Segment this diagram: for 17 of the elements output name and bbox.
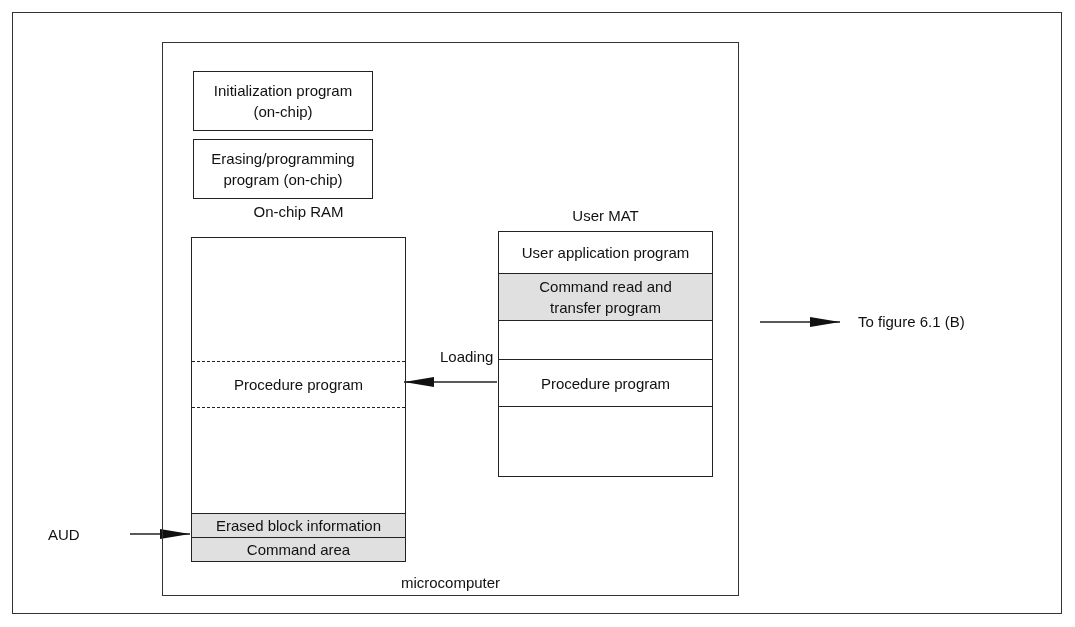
chip-outline — [162, 42, 739, 596]
block-heading: User MAT — [571, 206, 640, 226]
program-block: Initialization program (on-chip) — [193, 71, 373, 131]
signal-label: AUD — [48, 524, 90, 546]
arrow — [403, 377, 498, 387]
memory-area: User application program — [499, 232, 712, 273]
memory-area: Procedure program — [192, 361, 405, 408]
arrow — [759, 317, 841, 327]
program-block: Erasing/programming program (on-chip) — [193, 139, 373, 199]
chip-label: microcomputer — [399, 573, 502, 593]
arrow — [129, 529, 191, 539]
memory-area: Erased block information — [191, 513, 406, 538]
memory-area: Command read and transfer program — [498, 273, 713, 321]
block-heading: On-chip RAM — [252, 202, 345, 222]
reference-label: To figure 6.1 (B) — [858, 311, 988, 333]
memory-area: Command area — [191, 537, 406, 562]
memory-area: Procedure program — [498, 359, 713, 407]
